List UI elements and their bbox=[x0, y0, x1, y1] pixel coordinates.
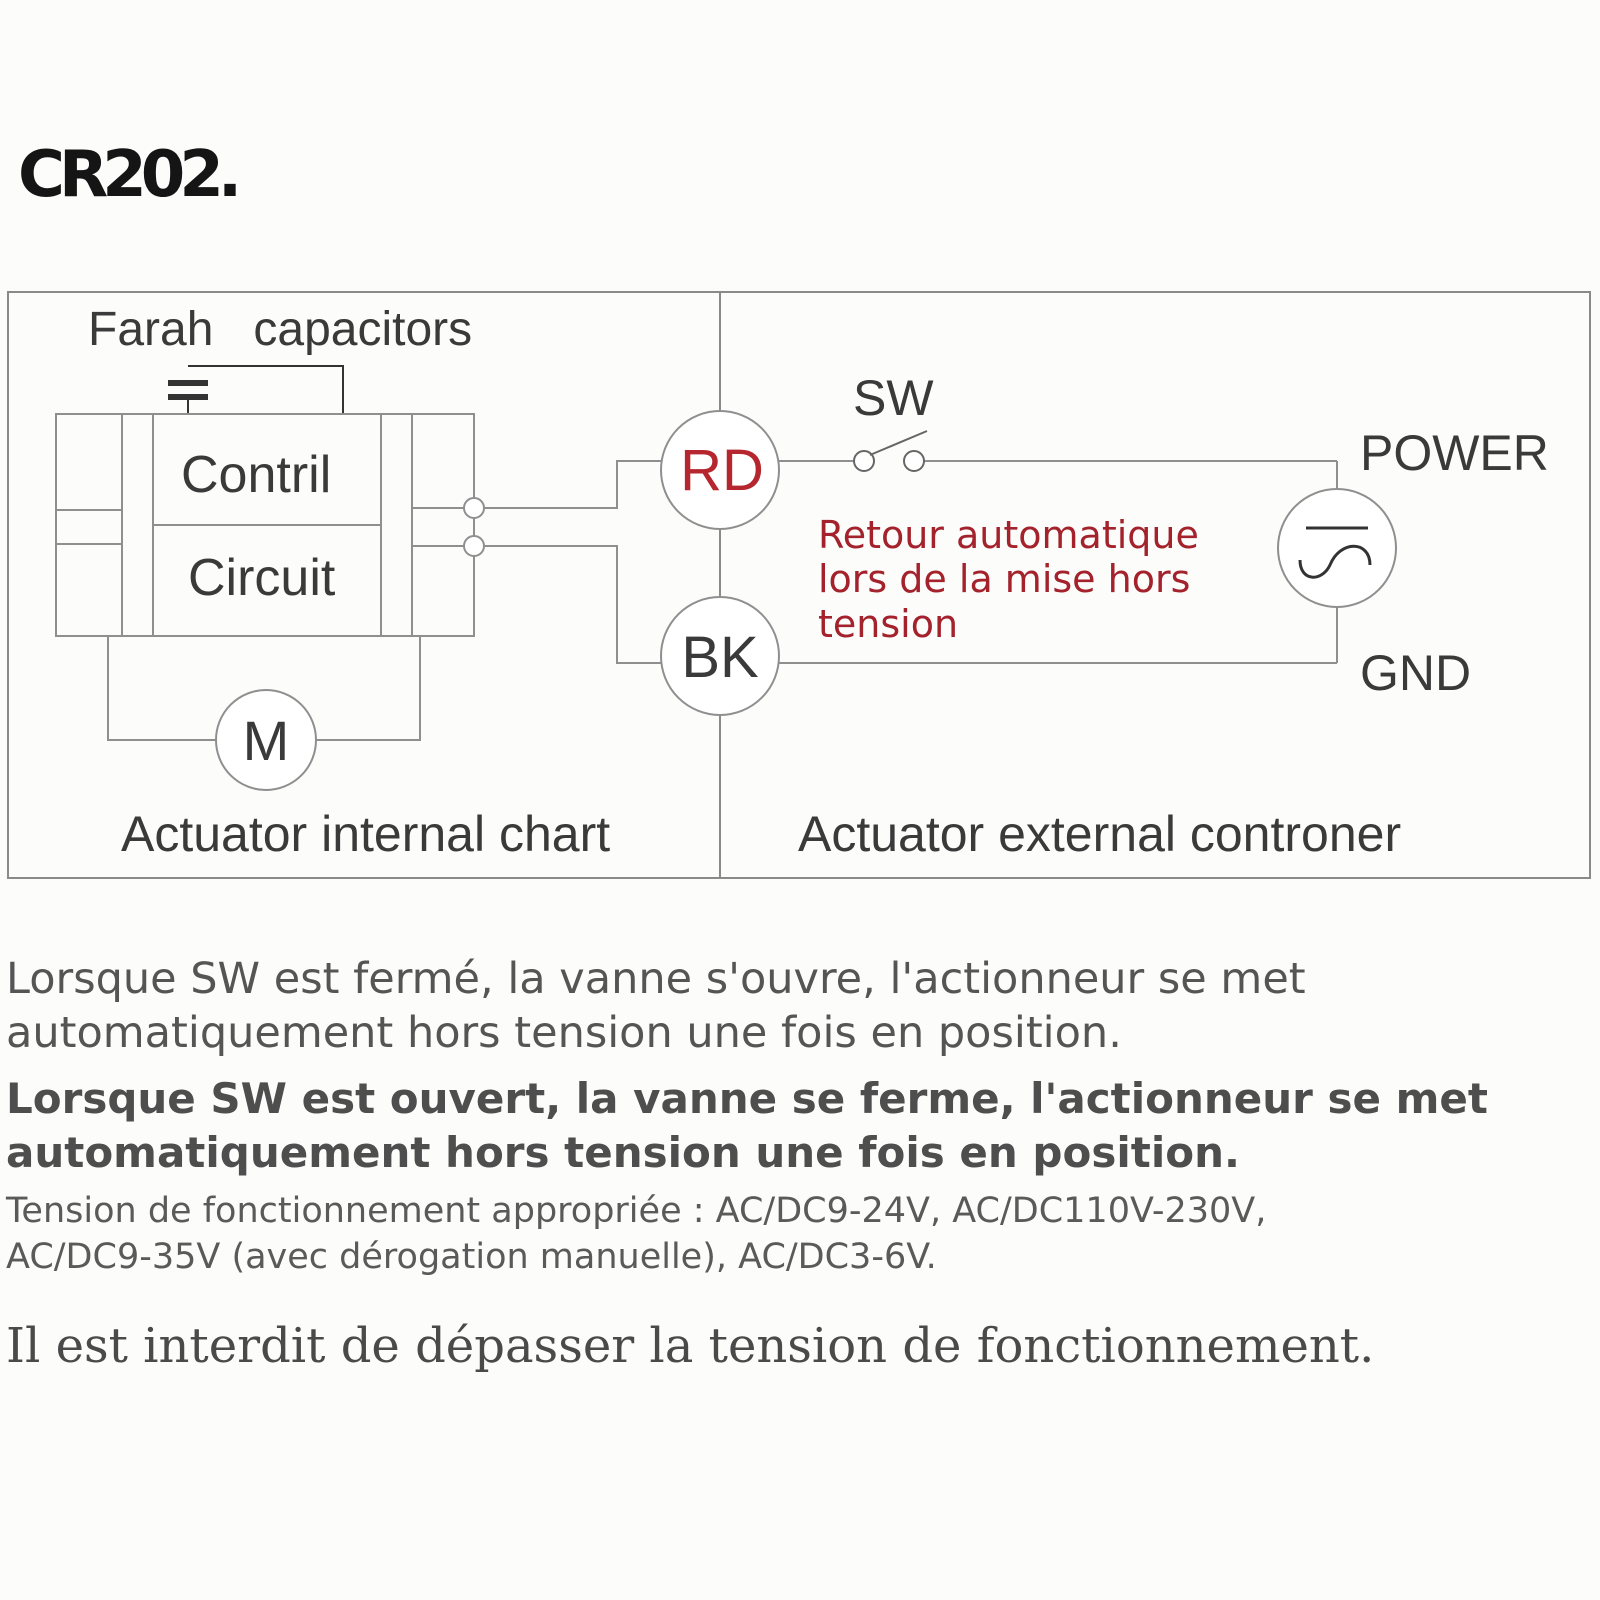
motor-label: M bbox=[243, 709, 290, 772]
voltage-line-1: Tension de fonctionnement appropriée : A… bbox=[6, 1191, 1267, 1231]
diagram-frame bbox=[7, 291, 1591, 879]
auto-return-note-line3: tension bbox=[818, 602, 958, 646]
capacitor-symbol bbox=[168, 365, 344, 414]
bk-terminal-circle bbox=[660, 596, 780, 716]
connector-node-top bbox=[463, 497, 485, 519]
control-label-top: Contril bbox=[181, 446, 331, 504]
voltage-line-2: AC/DC9-35V (avec dérogation manuelle), A… bbox=[6, 1237, 937, 1277]
ac-source-icon bbox=[1298, 526, 1372, 579]
gnd-label: GND bbox=[1360, 645, 1471, 701]
motor-wiring bbox=[107, 636, 421, 741]
switch-label: SW bbox=[853, 370, 934, 426]
motor-symbol bbox=[215, 689, 317, 791]
auto-return-note-line2: lors de la mise hors bbox=[818, 557, 1190, 601]
bk-terminal-label: BK bbox=[681, 625, 759, 690]
connector-node-bottom bbox=[463, 535, 485, 557]
auto-return-note-line1: Retour automatique bbox=[818, 513, 1199, 557]
auto-return-note: Retour automatique lors de la mise hors … bbox=[818, 513, 1211, 646]
wiring-diagram: Farah capacitors Contril Circuit M Actua… bbox=[7, 291, 1591, 879]
switch-closed-description: Lorsque SW est fermé, la vanne s'ouvre, … bbox=[6, 954, 1306, 1058]
voltage-warning: Il est interdit de dépasser la tension d… bbox=[6, 1318, 1375, 1374]
control-label-bottom: Circuit bbox=[188, 549, 336, 607]
switch-open-description: Lorsque SW est ouvert, la vanne se ferme… bbox=[6, 1074, 1488, 1177]
internal-wiring bbox=[484, 460, 662, 664]
rd-terminal-circle bbox=[660, 410, 780, 530]
model-title: CR202. bbox=[18, 138, 242, 212]
power-label: POWER bbox=[1360, 425, 1549, 481]
capacitor-label: Farah capacitors bbox=[88, 303, 472, 356]
external-wiring bbox=[779, 460, 1338, 664]
voltage-description: Tension de fonctionnement appropriée : A… bbox=[6, 1188, 1506, 1280]
rd-terminal-label: RD bbox=[680, 438, 764, 503]
switch-symbol bbox=[853, 430, 928, 472]
external-controller-caption: Actuator external controner bbox=[798, 806, 1401, 862]
ac-source-circle bbox=[1277, 488, 1397, 608]
internal-chart-caption: Actuator internal chart bbox=[121, 806, 610, 862]
